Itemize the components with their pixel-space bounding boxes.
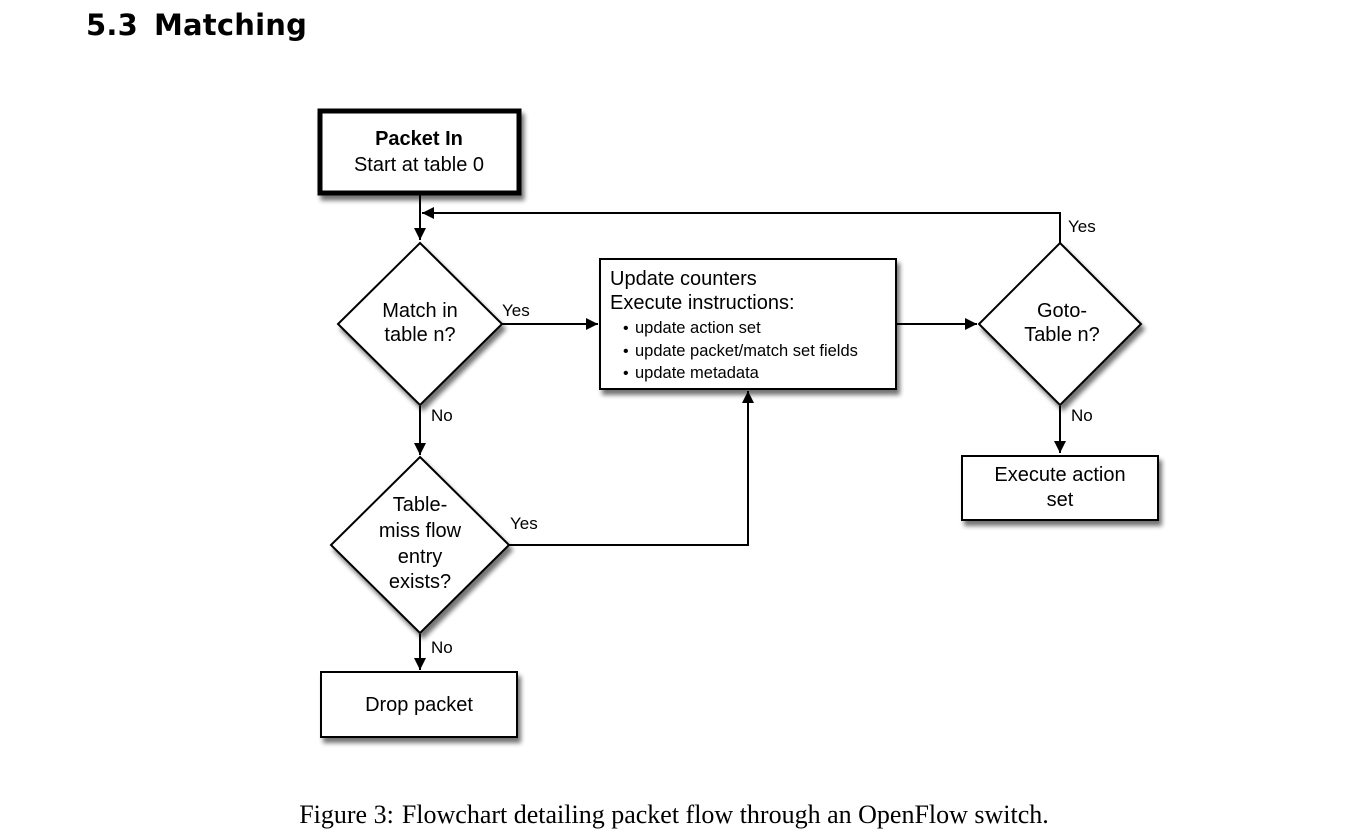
goto-label-line1: Goto- xyxy=(1037,300,1087,322)
execute-node: Execute action set xyxy=(961,455,1159,521)
figure-label: Figure 3: xyxy=(299,800,394,829)
drop-box xyxy=(320,671,518,738)
tablemiss-line1: Table- xyxy=(393,494,447,516)
bullet-dot: • xyxy=(623,343,629,360)
edge-label-match-no: No xyxy=(431,406,453,425)
tablemiss-line4: exists? xyxy=(389,571,451,593)
edge-goto-yes-loop xyxy=(422,207,1061,243)
bullet-dot: • xyxy=(623,320,629,337)
connectors xyxy=(414,195,1066,670)
section-heading: 5.3 Matching xyxy=(86,8,307,42)
packet-in-node: Packet In Start at table 0 xyxy=(317,108,522,196)
edge-label-match-yes: Yes xyxy=(502,301,530,320)
update-node: Update counters Execute instructions: • … xyxy=(599,258,897,390)
edge-label-tablemiss-yes: Yes xyxy=(510,514,538,533)
execute-line1: Execute action xyxy=(994,464,1125,486)
update-bullet-3: update metadata xyxy=(635,364,760,382)
match-diamond xyxy=(336,241,504,407)
execute-box xyxy=(961,455,1159,521)
figure-caption-text: Flowchart detailing packet flow through … xyxy=(401,800,1049,829)
update-line2: Execute instructions: xyxy=(610,292,795,314)
goto-decision: Goto- Table n? xyxy=(977,241,1143,407)
edge-label-tablemiss-no: No xyxy=(431,638,453,657)
packet-in-title: Packet In xyxy=(375,128,463,150)
match-label-line1: Match in xyxy=(382,300,458,322)
match-decision: Match in table n? xyxy=(336,241,504,407)
match-label-line2: table n? xyxy=(384,324,455,346)
update-bullet-2: update packet/match set fields xyxy=(635,342,858,360)
tablemiss-diamond xyxy=(329,455,511,635)
packet-in-subtitle: Start at table 0 xyxy=(354,154,484,176)
edge-label-goto-no: No xyxy=(1071,406,1093,425)
update-line1: Update counters xyxy=(610,268,757,290)
figure-caption: Figure 3:Flowchart detailing packet flow… xyxy=(0,800,1348,830)
openflow-flowchart: Packet In Start at table 0 Match in tabl… xyxy=(317,108,1159,738)
edge-tablemiss-yes-to-update xyxy=(508,391,754,546)
section-number: 5.3 xyxy=(86,8,138,42)
update-bullet-1: update action set xyxy=(635,319,761,337)
goto-diamond xyxy=(977,241,1143,407)
section-title: Matching xyxy=(153,8,308,42)
bullet-dot: • xyxy=(623,365,629,382)
drop-node: Drop packet xyxy=(320,671,518,738)
drop-label: Drop packet xyxy=(365,694,473,716)
goto-label-line2: Table n? xyxy=(1024,324,1100,346)
packet-in-box xyxy=(317,108,522,196)
update-box xyxy=(599,258,897,390)
tablemiss-line3: entry xyxy=(398,546,442,568)
tablemiss-decision: Table- miss flow entry exists? xyxy=(329,455,511,635)
execute-line2: set xyxy=(1047,489,1074,511)
tablemiss-line2: miss flow xyxy=(379,520,462,542)
edge-label-goto-yes: Yes xyxy=(1068,217,1096,236)
